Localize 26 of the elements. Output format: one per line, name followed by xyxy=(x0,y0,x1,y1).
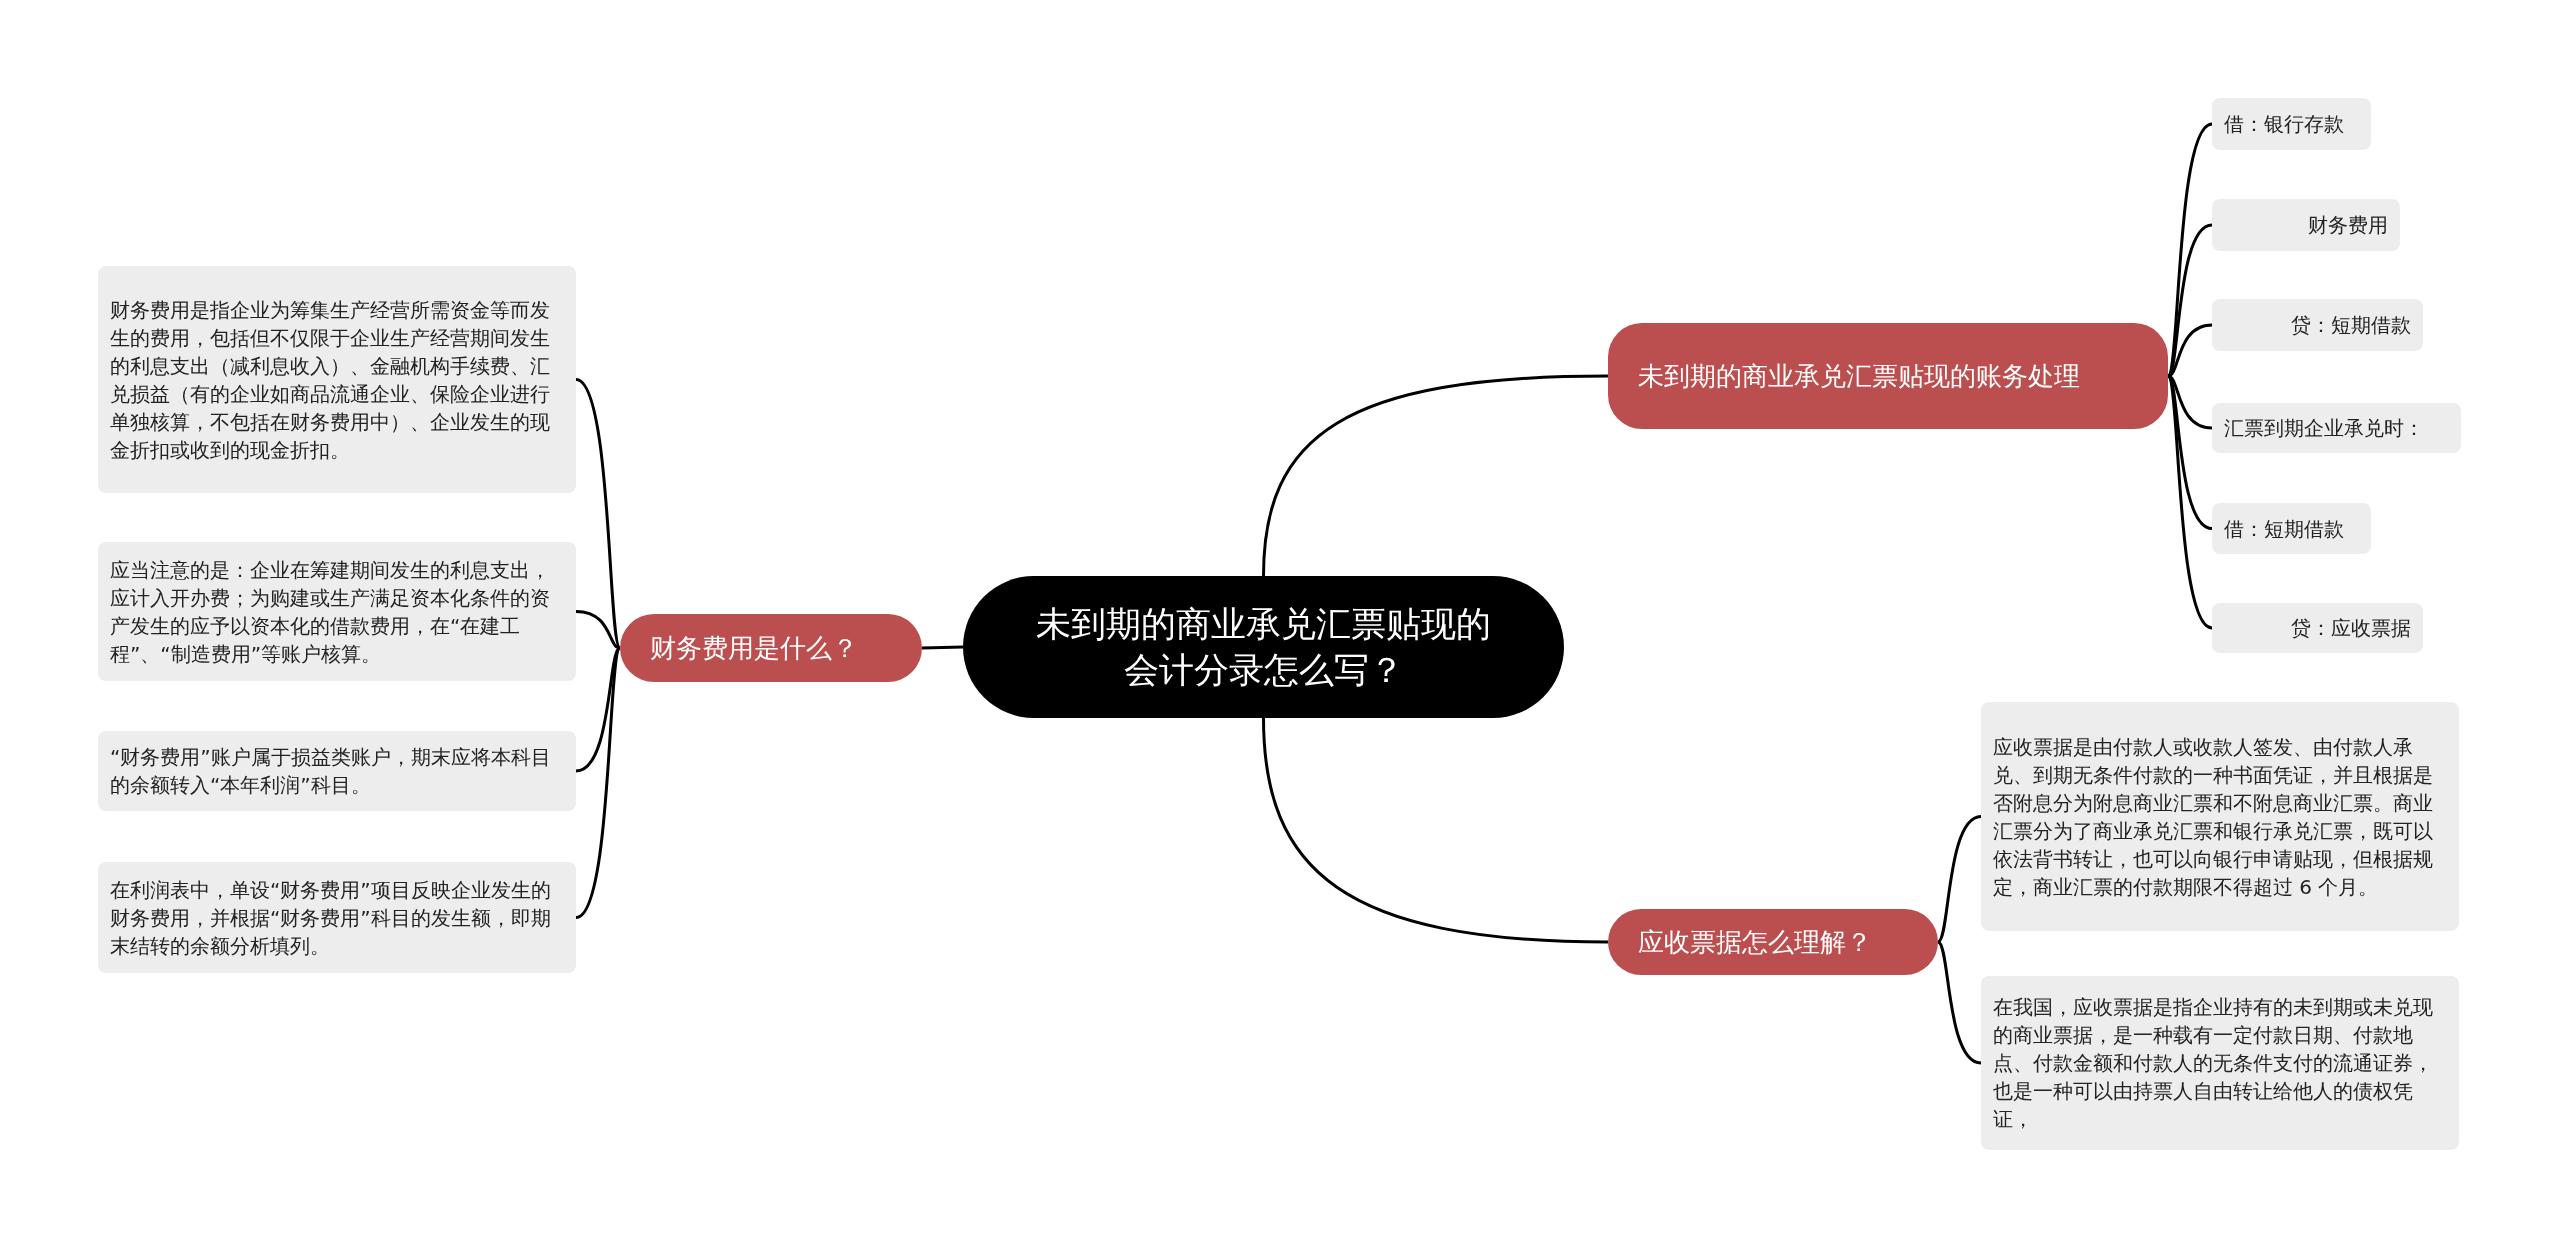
note-box: 财务费用是指企业为筹集生产经营所需资金等而发生的费用，包括但不仅限于企业生产经营期间发生的利息支出（减利息收入）、金融机构手续费、汇兑损益（有的企业如商品流通企业、保险企业进行单独核算，不包括在财务费用中）、企业发生的现金折扣或收到的现金折扣。 xyxy=(98,266,576,493)
note-box: 在我国，应收票据是指企业持有的未到期或未兑现的商业票据，是一种载有一定付款日期、付款地点、付款金额和付款人的无条件支付的流通证券，也是一种可以由持票人自由转让给他人的债权凭证， xyxy=(1981,976,2459,1150)
note-box: 汇票到期企业承兑时： xyxy=(2212,403,2461,453)
note-box: 借：银行存款 xyxy=(2212,98,2371,150)
topic-box: 应收票据怎么理解？ xyxy=(1608,909,1938,975)
connector-line xyxy=(921,645,964,650)
note-box: “财务费用”账户属于损益类账户，期末应将本科目的余额转入“本年利润”科目。 xyxy=(98,731,576,811)
connector-line xyxy=(575,646,621,773)
connector-line xyxy=(1937,815,1982,944)
central-topic: 未到期的商业承兑汇票贴现的会计分录怎么写？ xyxy=(963,576,1564,718)
connector-line xyxy=(1937,940,1982,1065)
note-box: 贷：短期借款 xyxy=(2212,299,2423,351)
note-box: 在利润表中，单设“财务费用”项目反映企业发生的财务费用，并根据“财务费用”科目的发生额，即期末结转的余额分析填列。 xyxy=(98,862,576,973)
note-box: 贷：应收票据 xyxy=(2212,603,2423,653)
connector-line xyxy=(1262,717,1609,944)
connector-line xyxy=(1262,374,1609,577)
connector-line xyxy=(575,610,621,650)
topic-box: 未到期的商业承兑汇票贴现的账务处理 xyxy=(1608,323,2168,429)
note-box: 应当注意的是：企业在筹建期间发生的利息支出，应计入开办费；为购建或生产满足资本化条件的资产发生的应予以资本化的借款费用，在“在建工程”、“制造费用”等账户核算。 xyxy=(98,542,576,681)
note-box: 财务费用 xyxy=(2212,199,2400,251)
connector-line xyxy=(575,378,622,649)
connector-line xyxy=(2167,374,2213,430)
note-box: 应收票据是由付款人或收款人签发、由付款人承兑、到期无条件付款的一种书面凭证，并且根据是否附息分为附息商业汇票和不附息商业汇票。商业汇票分为了商业承兑汇票和银行承兑汇票，既可以依法背书转让，也可以向银行申请贴现，但根据规定，商业汇票的付款期限不得超过 6 个月。 xyxy=(1981,702,2459,931)
note-box: 借：短期借款 xyxy=(2212,503,2371,554)
topic-box: 财务费用是什么？ xyxy=(620,614,922,682)
connector-line xyxy=(575,647,622,919)
